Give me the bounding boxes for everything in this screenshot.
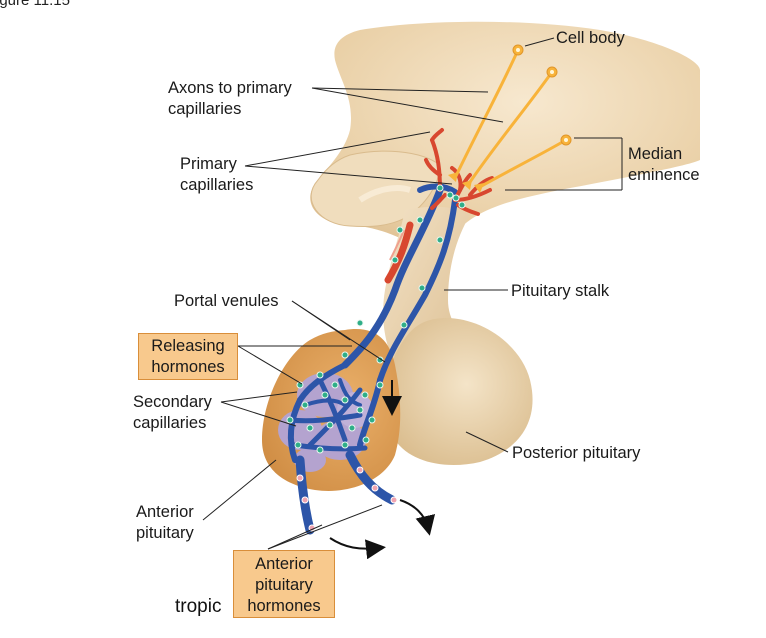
releasing-line2: hormones (151, 358, 225, 376)
flow-arrow-left (329, 537, 386, 560)
tropic-box-line1: Anterior (255, 555, 313, 573)
label-secondary-line2: capillaries (133, 414, 207, 432)
label-posterior-pituitary: Posterior pituitary (512, 443, 640, 464)
label-tropic: tropic (175, 596, 222, 617)
label-pituitary-stalk: Pituitary stalk (511, 281, 609, 302)
label-axons-line1: Axons to primary (168, 79, 292, 97)
label-cell-body: Cell body (556, 28, 625, 49)
label-axons-line2: capillaries (168, 100, 242, 118)
median-eminence-tissue (310, 150, 441, 228)
label-portal-venules-text: Portal venules (174, 292, 279, 310)
label-secondary-capillaries: Secondary capillaries (133, 392, 212, 434)
label-secondary-line1: Secondary (133, 393, 212, 411)
tropic-box-line3: hormones (247, 597, 321, 615)
tissue-highlight (358, 185, 411, 203)
label-anterior-line2: pituitary (136, 524, 194, 542)
artery (384, 221, 414, 284)
label-pituitary-stalk-text: Pituitary stalk (511, 282, 610, 300)
hormone-molecules (286, 184, 466, 454)
label-axons: Axons to primary capillaries (168, 78, 292, 120)
label-anterior-line1: Anterior (136, 503, 194, 521)
label-primary-line2: capillaries (180, 176, 254, 194)
anterior-pituitary-hormones-box: Anterior pituitary hormones (233, 550, 335, 618)
figure-number: igure 11.15 (0, 0, 70, 9)
label-median-line1: Median (628, 145, 683, 163)
leader-lines (202, 37, 623, 550)
label-primary-capillaries: Primary capillaries (180, 154, 253, 196)
label-portal-venules: Portal venules (174, 291, 279, 312)
label-cell-body-text: Cell body (556, 29, 625, 47)
label-primary-line1: Primary (180, 155, 237, 173)
label-anterior-pituitary: Anterior pituitary (136, 502, 194, 544)
posterior-pituitary-tissue (385, 318, 533, 466)
tropic-hormone-molecules (296, 466, 398, 532)
neurons (453, 48, 568, 190)
releasing-line1: Releasing (151, 337, 225, 355)
cell-bodies (448, 44, 572, 193)
label-posterior-text: Posterior pituitary (512, 444, 641, 462)
flow-arrow-right (399, 499, 436, 536)
label-median-eminence: Median eminence (628, 144, 700, 186)
label-median-line2: eminence (628, 166, 700, 184)
releasing-hormones-box: Releasing hormones (138, 333, 238, 380)
tropic-box-line2: pituitary (255, 576, 313, 594)
